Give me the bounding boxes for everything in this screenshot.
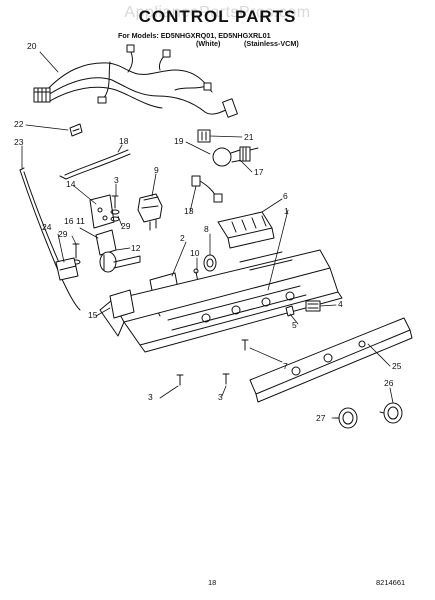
- leader-lines: [21, 51, 394, 419]
- document-number: 8214661: [376, 578, 406, 587]
- callout-label: 20: [27, 41, 37, 51]
- terminal-block: [217, 211, 275, 249]
- callout-label: 26: [384, 378, 394, 388]
- small-clip: [285, 305, 295, 317]
- light-bulb-assembly: [197, 129, 259, 167]
- rod-part: [19, 167, 81, 311]
- callout-label: 3: [114, 175, 119, 185]
- callout-label: 11: [76, 216, 85, 226]
- callout-label: 6: [283, 191, 288, 201]
- switch-4: [305, 300, 321, 312]
- callout-label: 27: [316, 413, 326, 423]
- switch-part: [137, 193, 163, 231]
- small-bracket: [55, 257, 79, 281]
- callout-label: 9: [154, 165, 159, 175]
- callout-label: 15: [88, 310, 98, 320]
- page-number: 18: [208, 578, 217, 587]
- callout-labels: 20 22 23 18 19 21 17 14 3 9 13 6 16 11 2…: [14, 41, 402, 423]
- bracket-plate: [89, 194, 115, 229]
- callout-label: 7: [283, 361, 288, 371]
- callout-label: 17: [254, 167, 264, 177]
- callout-label: 14: [66, 179, 76, 189]
- callout-label: 5: [292, 320, 297, 330]
- callout-label: 3: [148, 392, 153, 402]
- callout-label: 22: [14, 119, 24, 129]
- connector-part: [191, 175, 223, 203]
- callout-label: 3: [218, 392, 223, 402]
- wiring-harness: [33, 44, 238, 118]
- callout-label: 4: [338, 299, 343, 309]
- variant-stainless: (Stainless-VCM): [244, 39, 299, 48]
- front-panel: [249, 317, 413, 403]
- watermark: AppliancePartsPros.com: [124, 4, 311, 21]
- thermostat-control: [95, 229, 141, 273]
- page-title: CONTROL PARTS: [138, 7, 297, 26]
- callout-label: 29: [58, 229, 68, 239]
- knob-26: [379, 402, 403, 424]
- callout-label: 24: [42, 222, 52, 232]
- callout-label: 1: [284, 206, 289, 216]
- callout-label: 10: [190, 248, 200, 258]
- callout-label: 19: [174, 136, 184, 146]
- lower-bracket: [109, 289, 135, 319]
- callout-label: 16: [64, 216, 74, 226]
- callout-label: 18: [119, 136, 129, 146]
- callout-label: 8: [204, 224, 209, 234]
- knob-part: [203, 254, 217, 272]
- callout-label: 13: [184, 206, 194, 216]
- callout-label: 29: [121, 221, 131, 231]
- callout-label: 25: [392, 361, 402, 371]
- callout-label: 2: [180, 233, 185, 243]
- models-line: For Models: ED5NHGXRQ01, ED5NHGXRL01: [118, 31, 271, 40]
- callout-label: 12: [131, 243, 141, 253]
- clip-part: [69, 123, 83, 137]
- variant-white: (White): [196, 39, 221, 48]
- tube-part: [59, 149, 131, 180]
- callout-label: 21: [244, 132, 254, 142]
- callout-label: 23: [14, 137, 24, 147]
